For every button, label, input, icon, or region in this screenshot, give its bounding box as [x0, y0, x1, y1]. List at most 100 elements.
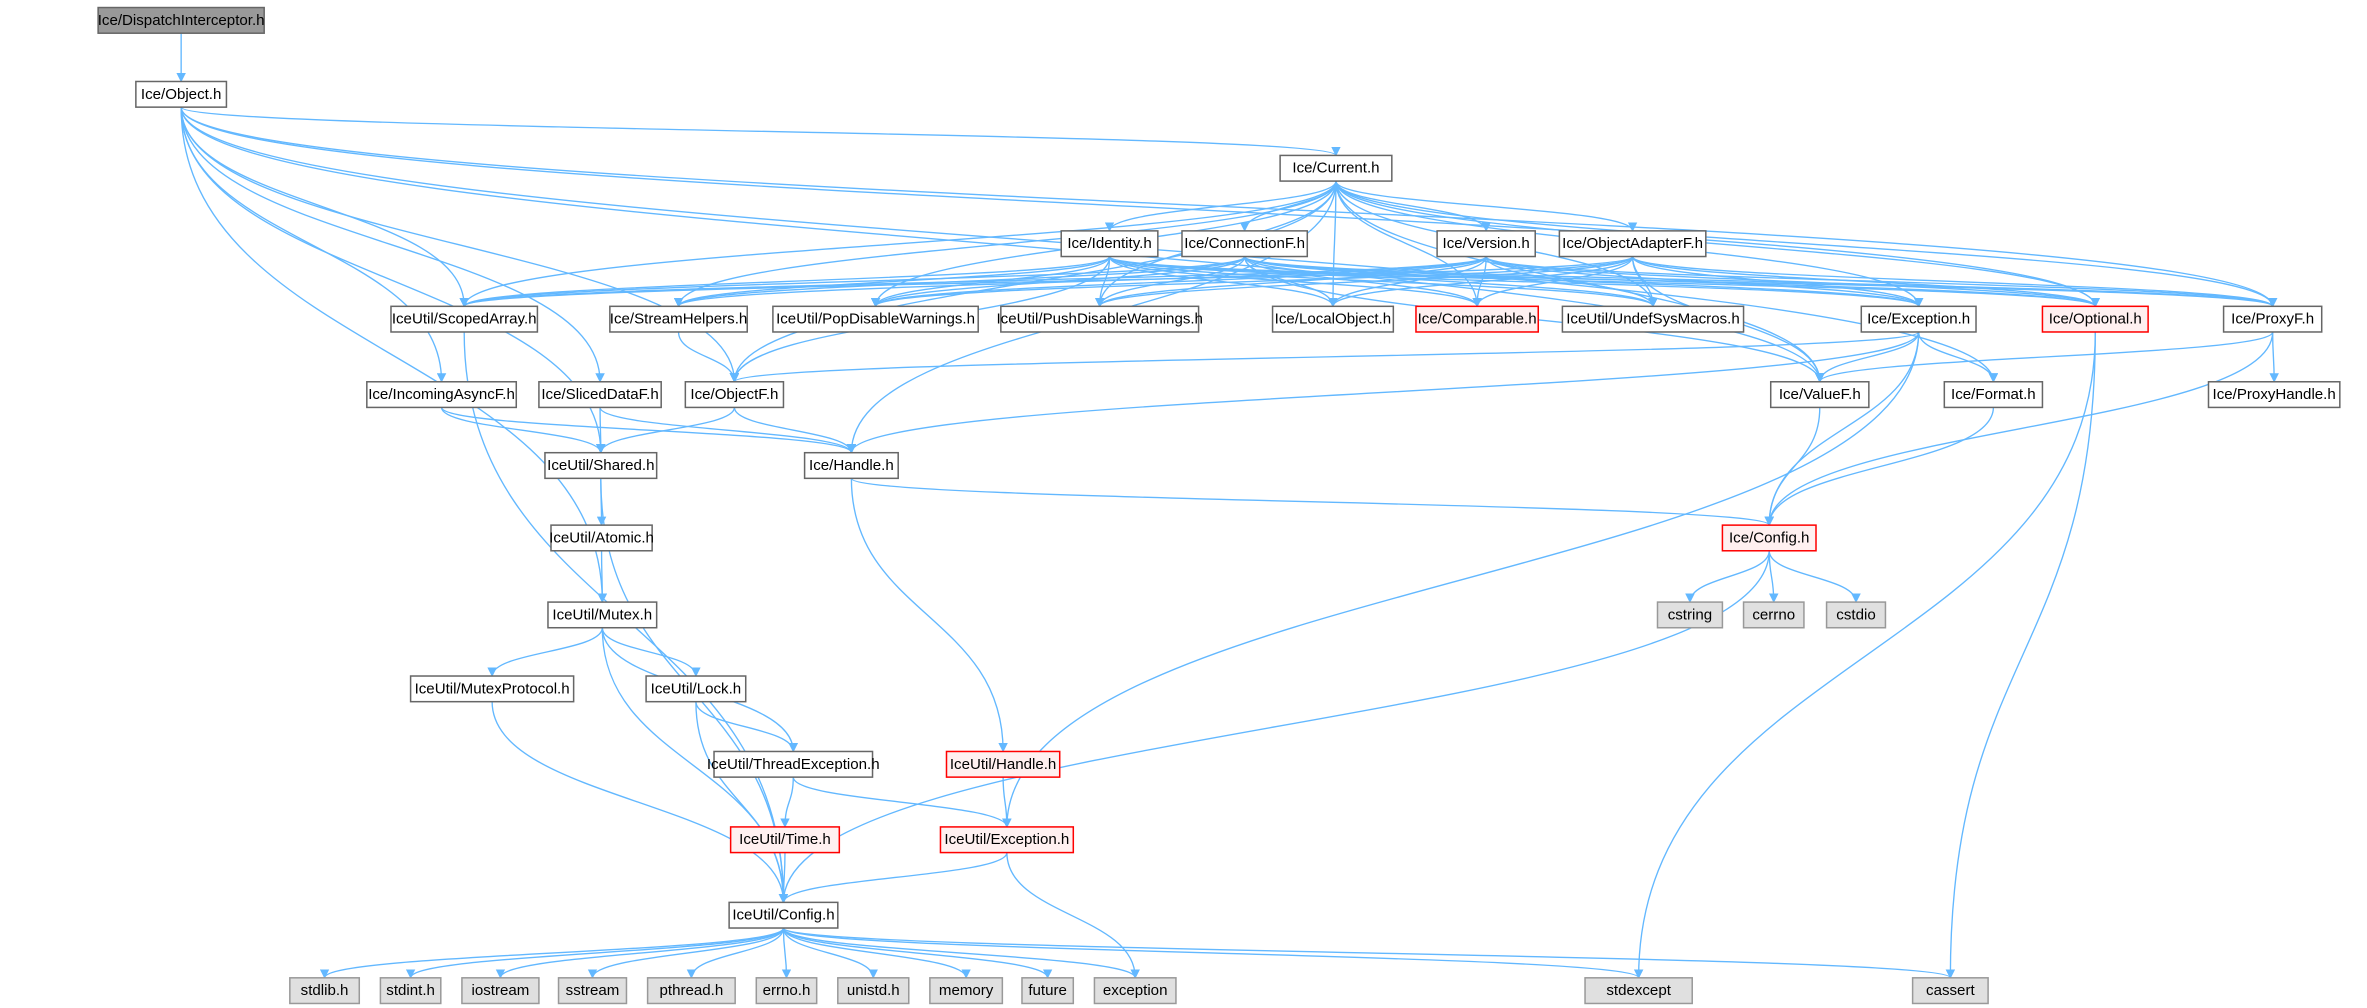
- node-label: IceUtil/MutexProtocol.h: [415, 680, 570, 697]
- file-node-cerrno: cerrno: [1742, 601, 1805, 629]
- node-box: [609, 305, 748, 333]
- dependency-edge-mutexprotocol-iuconfig: [491, 701, 789, 904]
- file-node-object[interactable]: Ice/Object.h: [135, 80, 228, 108]
- node-box: [1271, 305, 1395, 333]
- dependency-edge-version-proxyf: [1485, 255, 2278, 308]
- node-label: stdint.h: [386, 982, 435, 999]
- file-node-iuhandle[interactable]: IceUtil/Handle.h: [945, 750, 1061, 778]
- file-node-scopedarray[interactable]: IceUtil/ScopedArray.h: [390, 305, 539, 333]
- node-box: [837, 977, 910, 1005]
- node-label: Ice/SlicedDataF.h: [541, 386, 658, 403]
- dependency-edge-objectf-shared: [596, 407, 736, 454]
- node-label: IceUtil/ScopedArray.h: [392, 311, 537, 328]
- file-node-incomingasyncf[interactable]: Ice/IncomingAsyncF.h: [366, 381, 518, 409]
- dependency-edge-handle-config: [850, 477, 1774, 527]
- file-node-pushdisable[interactable]: IceUtil/PushDisableWarnings.h: [996, 305, 1203, 333]
- node-box: [1060, 230, 1159, 258]
- file-node-atomic[interactable]: IceUtil/Atomic.h: [549, 524, 654, 552]
- node-box: [772, 305, 979, 333]
- file-node-shared[interactable]: IceUtil/Shared.h: [544, 451, 658, 480]
- node-label: Ice/ProxyF.h: [2231, 311, 2314, 328]
- node-box: [1911, 977, 1989, 1005]
- node-box: [2041, 305, 2149, 333]
- file-node-cstdio: cstdio: [1825, 601, 1887, 629]
- dependency-edge-version-optional: [1485, 255, 2100, 308]
- file-node-handle[interactable]: Ice/Handle.h: [803, 451, 899, 480]
- dependency-edge-identity-optional: [1108, 255, 2100, 308]
- node-label: IceUtil/Mutex.h: [552, 606, 652, 623]
- dependency-edge-exception-format: [1917, 331, 1999, 383]
- node-label: IceUtil/Atomic.h: [549, 529, 654, 546]
- dependency-edge-current-optional: [1335, 181, 2100, 308]
- file-node-objectf[interactable]: Ice/ObjectF.h: [684, 381, 785, 409]
- file-node-identity[interactable]: Ice/Identity.h: [1060, 230, 1159, 258]
- dependency-edge-object-scopedarray: [180, 107, 469, 308]
- dependency-edge-threadexception-iuexception: [792, 776, 1012, 828]
- file-node-exception[interactable]: Ice/Exception.h: [1860, 305, 1977, 333]
- file-node-config[interactable]: Ice/Config.h: [1721, 524, 1817, 552]
- dependency-edge-objectadapterf-proxyf: [1631, 255, 2278, 308]
- dependency-edge-iuexception-stdexception: [1006, 852, 1140, 979]
- file-node-undefsys[interactable]: IceUtil/UndefSysMacros.h: [1561, 305, 1745, 333]
- node-label: IceUtil/Handle.h: [950, 756, 1056, 773]
- dependency-edge-objectadapterf-exception: [1631, 256, 1924, 308]
- file-node-time[interactable]: IceUtil/Time.h: [729, 826, 841, 854]
- dependency-edge-optional-cassert: [1945, 331, 2096, 979]
- file-node-popdisable[interactable]: IceUtil/PopDisableWarnings.h: [772, 305, 979, 333]
- file-node-streamhelpers[interactable]: Ice/StreamHelpers.h: [609, 305, 748, 333]
- node-box: [645, 675, 747, 703]
- file-node-connectionf[interactable]: Ice/ConnectionF.h: [1181, 230, 1309, 258]
- dependency-edge-connectionf-undefsys: [1243, 256, 1658, 308]
- file-node-stdint: stdint.h: [379, 977, 442, 1005]
- file-node-version[interactable]: Ice/Version.h: [1436, 230, 1536, 258]
- node-box: [1584, 977, 1693, 1005]
- node-label: IceUtil/UndefSysMacros.h: [1566, 311, 1740, 328]
- file-node-optional[interactable]: Ice/Optional.h: [2041, 305, 2149, 333]
- node-box: [557, 977, 628, 1005]
- dependency-edge-incomingasyncf-handle: [440, 406, 856, 454]
- dependency-edge-version-exception: [1485, 255, 1924, 308]
- file-node-mutex[interactable]: IceUtil/Mutex.h: [547, 601, 658, 629]
- dependency-edge-version-popdisable: [871, 255, 1487, 308]
- file-node-current[interactable]: Ice/Current.h: [1279, 154, 1393, 182]
- file-node-stdexception: exception: [1093, 977, 1177, 1005]
- node-box: [1279, 154, 1393, 182]
- node-box: [945, 750, 1061, 778]
- file-node-mutexprotocol[interactable]: IceUtil/MutexProtocol.h: [409, 675, 575, 703]
- dependency-edge-atomic-mutex: [597, 550, 608, 604]
- dependency-edge-iuconfig-stdexception: [782, 927, 1140, 979]
- node-box: [1769, 381, 1870, 409]
- dependency-edge-iuhandle-iuexception: [1002, 777, 1012, 828]
- dependency-edge-identity-exception: [1108, 255, 1924, 308]
- file-node-future: future: [1021, 977, 1075, 1005]
- dependency-edge-proxyf-valuef: [1815, 331, 2274, 383]
- dependency-edge-object-mutex: [180, 107, 608, 604]
- file-node-localobject[interactable]: Ice/LocalObject.h: [1271, 305, 1395, 333]
- dependency-edge-iuconfig-pthread: [686, 927, 785, 979]
- file-node-proxyf[interactable]: Ice/ProxyF.h: [2222, 305, 2323, 333]
- dependency-edge-current-proxyf: [1335, 180, 2278, 308]
- file-node-lock[interactable]: IceUtil/Lock.h: [645, 675, 747, 703]
- file-node-comparable[interactable]: Ice/Comparable.h: [1415, 305, 1540, 333]
- dependency-edge-iuconfig-stdint: [405, 927, 785, 979]
- node-label: Ice/Exception.h: [1867, 311, 1970, 328]
- node-label: unistd.h: [847, 982, 900, 999]
- dependency-edge-lock-iuconfig: [695, 701, 789, 904]
- dependency-edge-iuconfig-memory: [782, 927, 971, 979]
- file-node-proxyhandle[interactable]: Ice/ProxyHandle.h: [2207, 381, 2341, 409]
- node-label: future: [1028, 982, 1067, 999]
- dependency-edge-connectionf-scopedarray: [459, 255, 1246, 308]
- node-label: IceUtil/PopDisableWarnings.h: [776, 311, 975, 328]
- file-node-valuef[interactable]: Ice/ValueF.h: [1769, 381, 1870, 409]
- file-node-objectadapterf[interactable]: Ice/ObjectAdapterF.h: [1558, 230, 1707, 258]
- file-node-iuexception[interactable]: IceUtil/Exception.h: [939, 826, 1075, 854]
- dependency-edge-identity-scopedarray: [459, 255, 1111, 308]
- node-label: cstring: [1668, 606, 1712, 623]
- file-node-format[interactable]: Ice/Format.h: [1943, 381, 2044, 409]
- file-node-stdexcept: stdexcept: [1584, 977, 1693, 1005]
- dependency-edge-optional-stdexcept: [1633, 331, 2096, 979]
- file-node-iuconfig[interactable]: IceUtil/Config.h: [728, 901, 839, 929]
- file-node-threadexception[interactable]: IceUtil/ThreadException.h: [707, 750, 880, 778]
- file-node-sliceddataf[interactable]: Ice/SlicedDataF.h: [538, 381, 662, 409]
- dependency-edge-connectionf-proxyf: [1243, 255, 2278, 308]
